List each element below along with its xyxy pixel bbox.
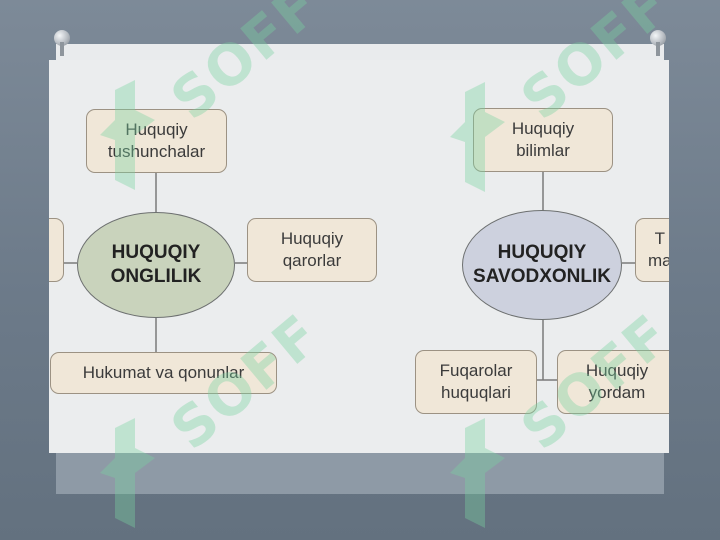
center-huquqiy-onglilik: HUQUQIY ONGLILIK [77, 212, 235, 318]
board-rail [56, 44, 664, 61]
node-huquqiy-bilimlar: Huquqiy bilimlar [473, 108, 613, 172]
node-huquqiy-qarorlar: Huquqiy qarorlar [247, 218, 377, 282]
connector-lines [64, 172, 635, 381]
node-fuqarolar-huquqlari: Fuqarolar huquqlari [415, 350, 537, 414]
node-right-partial: T ma [635, 218, 669, 282]
node-left-partial [49, 218, 64, 282]
board-shadow [56, 450, 664, 494]
pin-left-icon [52, 30, 72, 56]
diagram-panel: Huquqiy tushunchalar HUQUQIY ONGLILIK Hu… [49, 60, 669, 453]
pin-right-icon [648, 30, 668, 56]
node-hukumat-va-qonunlar: Hukumat va qonunlar [50, 352, 277, 394]
node-huquqiy-yordam: Huquqiy yordam [557, 350, 669, 414]
center-huquqiy-savodxonlik: HUQUQIY SAVODXONLIK [462, 210, 622, 320]
node-huquqiy-tushunchalar: Huquqiy tushunchalar [86, 109, 227, 173]
